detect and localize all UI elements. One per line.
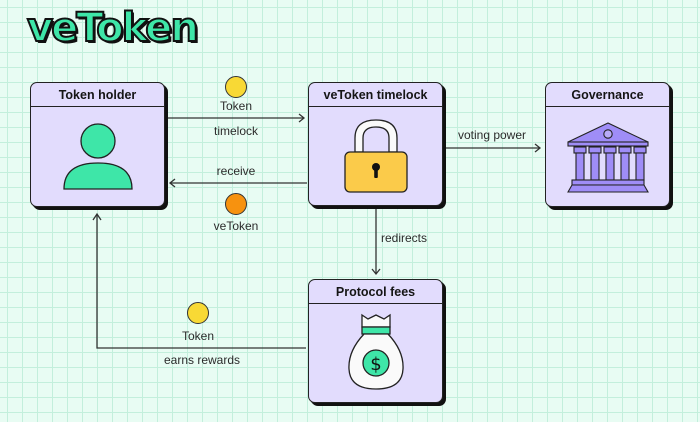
redirects-edge-label: redirects xyxy=(380,231,428,245)
vetoken-logo: veToken xyxy=(26,5,200,51)
arrowhead-timelock xyxy=(298,113,306,123)
svg-text:$: $ xyxy=(370,354,381,375)
arrowhead-holder-bottom xyxy=(92,212,102,221)
government-building-icon xyxy=(566,121,649,193)
person-icon xyxy=(62,122,133,190)
arrowhead-governance xyxy=(534,143,542,153)
protocol-fees-node[interactable]: Protocol fees $ xyxy=(308,279,443,403)
governance-node[interactable]: Governance xyxy=(545,82,670,207)
token-holder-node[interactable]: Token holder xyxy=(30,82,165,207)
reward-token-coin xyxy=(187,302,209,324)
arrowhead-holder xyxy=(168,178,176,188)
timelock-edge-label: timelock xyxy=(213,124,259,138)
voting-power-edge-label: voting power xyxy=(457,128,527,142)
vetoken-coin xyxy=(225,193,247,215)
timelock-node[interactable]: veToken timelock xyxy=(308,82,443,206)
arrow-fees-to-holder xyxy=(96,215,306,349)
token-coin xyxy=(225,76,247,98)
timelock-title: veToken timelock xyxy=(309,83,442,107)
receive-edge-label: receive xyxy=(216,164,256,178)
reward-token-label: Token xyxy=(181,329,215,343)
padlock-icon xyxy=(343,119,408,193)
token-coin-label: Token xyxy=(219,99,253,113)
money-bag-icon: $ xyxy=(347,313,404,390)
arrowhead-fees xyxy=(371,268,381,276)
vetoken-coin-label: veToken xyxy=(213,219,259,233)
token-holder-title: Token holder xyxy=(31,83,164,107)
governance-title: Governance xyxy=(546,83,669,107)
protocol-fees-title: Protocol fees xyxy=(309,280,442,304)
earns-rewards-edge-label: earns rewards xyxy=(163,353,241,367)
